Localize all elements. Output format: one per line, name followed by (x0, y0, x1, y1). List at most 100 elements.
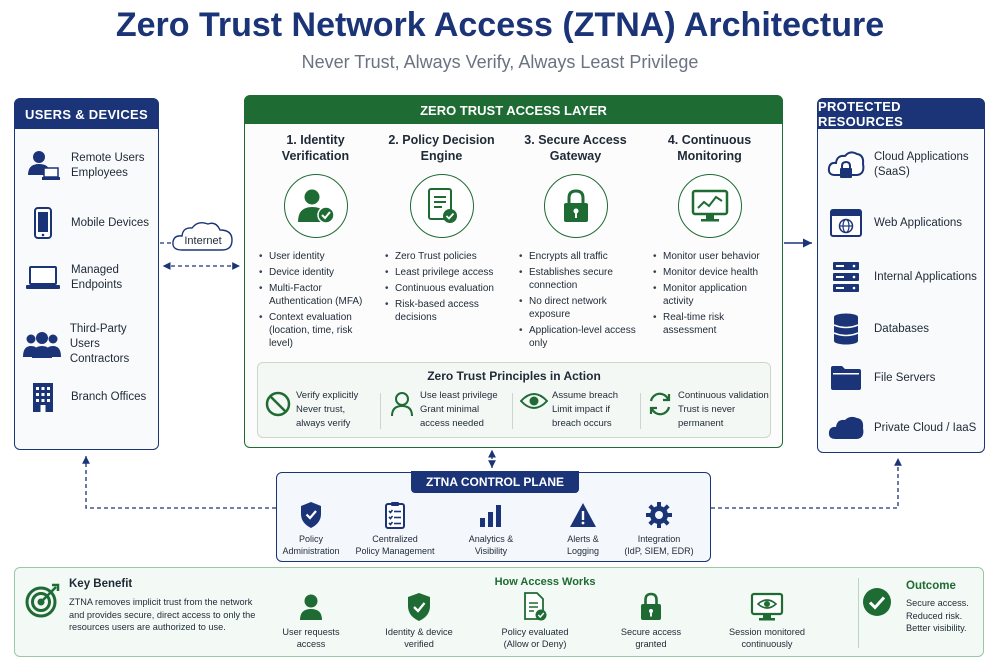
step-bullets: Zero Trust policies Least privilege acce… (379, 250, 504, 324)
bullet: Monitor user behavior (653, 250, 772, 263)
key-benefit-title: Key Benefit (69, 578, 133, 590)
separator (512, 393, 513, 429)
separator (640, 393, 641, 429)
users-group-icon (15, 331, 70, 359)
principle-line: Limit impact if (552, 404, 611, 415)
list-item-label: Private Cloud / IaaS (874, 421, 977, 434)
cp-line: Integration (637, 534, 681, 544)
flow-line: Identity & device (385, 627, 453, 637)
server-rack-icon (818, 261, 874, 293)
bullet: Monitor application activity (653, 282, 772, 308)
page-subtitle: Never Trust, Always Verify, Always Least… (301, 52, 699, 72)
outcome-title: Outcome (906, 580, 956, 592)
cp-item-integration: Integration (IdP, SIEM, EDR) (611, 501, 707, 557)
list-item-label: Third-Party Users (69, 323, 127, 350)
bullet: Zero Trust policies (385, 250, 504, 263)
list-item-label: Web Applications (874, 216, 963, 229)
principles-box: Zero Trust Principles in Action Verify e… (257, 362, 771, 438)
laptop-icon (15, 265, 71, 291)
list-item-label: (SaaS) (874, 166, 910, 178)
list-item-file-servers: File Servers (818, 365, 984, 391)
principle-line: access needed (420, 418, 484, 429)
control-plane-to-users-line (82, 456, 276, 509)
clipboard-checklist-icon (353, 501, 437, 529)
list-item-label: Remote Users (71, 152, 145, 164)
principle-line: always verify (296, 418, 351, 429)
list-item-label: Cloud Applications (874, 151, 969, 163)
list-item-label: Employees (71, 167, 128, 179)
step-bullets: Encrypts all traffic Establishes secure … (513, 250, 638, 350)
separator (380, 393, 381, 429)
control-plane-to-resources-line (711, 458, 902, 509)
user-check-icon (283, 174, 348, 238)
cp-line: Administration (282, 546, 340, 556)
list-item-web-applications: Web Applications (818, 209, 984, 237)
database-icon (818, 313, 874, 345)
flow-line: Session monitored (728, 627, 806, 637)
how-access-works-title: How Access Works (494, 576, 596, 588)
flow-line: continuously (741, 639, 793, 649)
users-devices-header: USERS & DEVICES (15, 99, 158, 129)
building-icon (15, 381, 71, 413)
step-title-line: Gateway (549, 149, 602, 163)
bullet: Multi-Factor Authentication (MFA) (259, 282, 378, 308)
bullet: Encrypts all traffic (519, 250, 638, 263)
step-title-line: 4. Continuous (667, 133, 752, 147)
cp-line: Alerts & (567, 534, 599, 544)
bullet: Continuous evaluation (385, 282, 504, 295)
principle-line: Grant minimal (420, 404, 480, 415)
bullet: Risk-based access decisions (385, 298, 504, 324)
bottom-summary: Key Benefit ZTNA removes implicit trust … (14, 567, 984, 657)
gear-icon (611, 501, 707, 529)
alert-icon (541, 501, 625, 529)
flow-line: Secure access (620, 627, 682, 637)
cp-line: Centralized (372, 534, 418, 544)
eye-icon (516, 389, 552, 411)
step-title-line: Verification (281, 149, 350, 163)
bullet: Least privilege access (385, 266, 504, 279)
bar-chart-icon (449, 501, 533, 529)
principle-line: Verify explicitly (296, 390, 359, 401)
list-item-cloud-applications: Cloud Applications (SaaS) (818, 149, 984, 181)
step-title-line: Monitoring (677, 149, 742, 163)
cp-line: Policy Management (355, 546, 435, 556)
cp-line: Visibility (474, 546, 508, 556)
protected-resources-header: PROTECTED RESOURCES (818, 99, 984, 129)
principle-line: permanent (678, 418, 724, 429)
flow-step-policy-evaluated: Policy evaluated(Allow or Deny) (487, 590, 583, 650)
step-title-line: 2. Policy Decision (388, 133, 495, 147)
bullet: User identity (259, 250, 378, 263)
user-icon (263, 590, 359, 624)
bullet: Device identity (259, 266, 378, 279)
user-laptop-icon (15, 149, 71, 183)
internet-cloud: Internet (170, 221, 236, 260)
lock-icon (603, 590, 699, 624)
target-icon (25, 583, 60, 618)
key-benefit-text: ZTNA removes implicit trust from the net… (69, 597, 256, 632)
control-plane-header: ZTNA CONTROL PLANE (411, 471, 579, 493)
list-item-label: Internal Applications (874, 270, 977, 283)
cloud-lock-icon (818, 149, 874, 181)
lock-icon (543, 174, 608, 238)
cp-line: (IdP, SIEM, EDR) (624, 546, 694, 556)
cp-line: Analytics & (468, 534, 514, 544)
list-item-label: Branch Offices (71, 390, 147, 403)
